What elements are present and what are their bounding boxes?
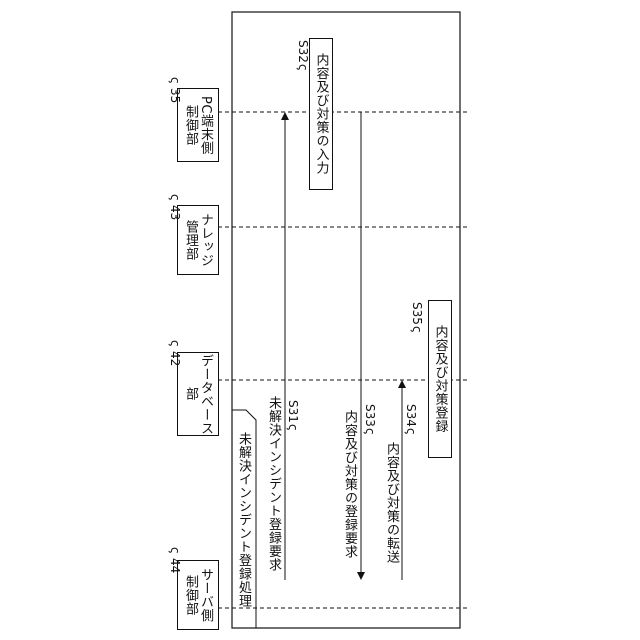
- participant-pc: PC端末側 制御部: [177, 88, 219, 162]
- message-s34-text: 内容及び対策の転送: [384, 442, 399, 564]
- step-mark-s34: ς: [404, 428, 417, 435]
- ref-mark-42: ς: [168, 340, 181, 347]
- ref-number-43: 43: [168, 205, 181, 220]
- step-label-s32: S32: [296, 40, 309, 63]
- participant-database: データベース 部: [177, 352, 219, 436]
- participant-knowledge-line1: ナレッジ: [198, 213, 213, 267]
- action-s32-text: 内容及び対策の入力: [314, 53, 329, 175]
- step-label-s34: S34: [404, 404, 417, 427]
- ref-number-35: 35: [168, 88, 181, 103]
- step-label-s33: S33: [363, 404, 376, 427]
- message-s33-text: 内容及び対策の登録要求: [342, 410, 357, 559]
- participant-database-line2: 部: [183, 387, 198, 401]
- step-label-s35: S35: [410, 302, 423, 325]
- action-s35: 内容及び対策登録: [428, 300, 452, 458]
- participant-database-line1: データベース: [198, 354, 213, 435]
- action-s32: 内容及び対策の入力: [309, 38, 333, 190]
- frame-label: 未解決インシデント登録処理: [236, 432, 251, 608]
- ref-number-44: 44: [168, 558, 181, 573]
- participant-pc-line2: 制御部: [183, 105, 198, 146]
- ref-number-42: 42: [168, 351, 181, 366]
- participant-pc-line1: PC端末側: [198, 96, 213, 154]
- message-s31-text: 未解決インシデント登録要求: [266, 396, 281, 572]
- step-mark-s33: ς: [363, 428, 376, 435]
- step-mark-s31: ς: [286, 424, 299, 431]
- step-mark-s32: ς: [296, 64, 309, 71]
- ref-mark-44: ς: [168, 547, 181, 554]
- step-mark-s35: ς: [410, 326, 423, 333]
- participant-server-line2: 制御部: [183, 575, 198, 616]
- step-label-s31: S31: [286, 400, 299, 423]
- participant-server-line1: サーバ側: [198, 568, 213, 622]
- participant-knowledge: ナレッジ 管理部: [177, 205, 219, 275]
- ref-mark-35: ς: [168, 77, 181, 84]
- action-s35-text: 内容及び対策登録: [433, 325, 448, 433]
- participant-knowledge-line2: 管理部: [183, 220, 198, 261]
- ref-mark-43: ς: [168, 194, 181, 201]
- participant-server: サーバ側 制御部: [177, 560, 219, 630]
